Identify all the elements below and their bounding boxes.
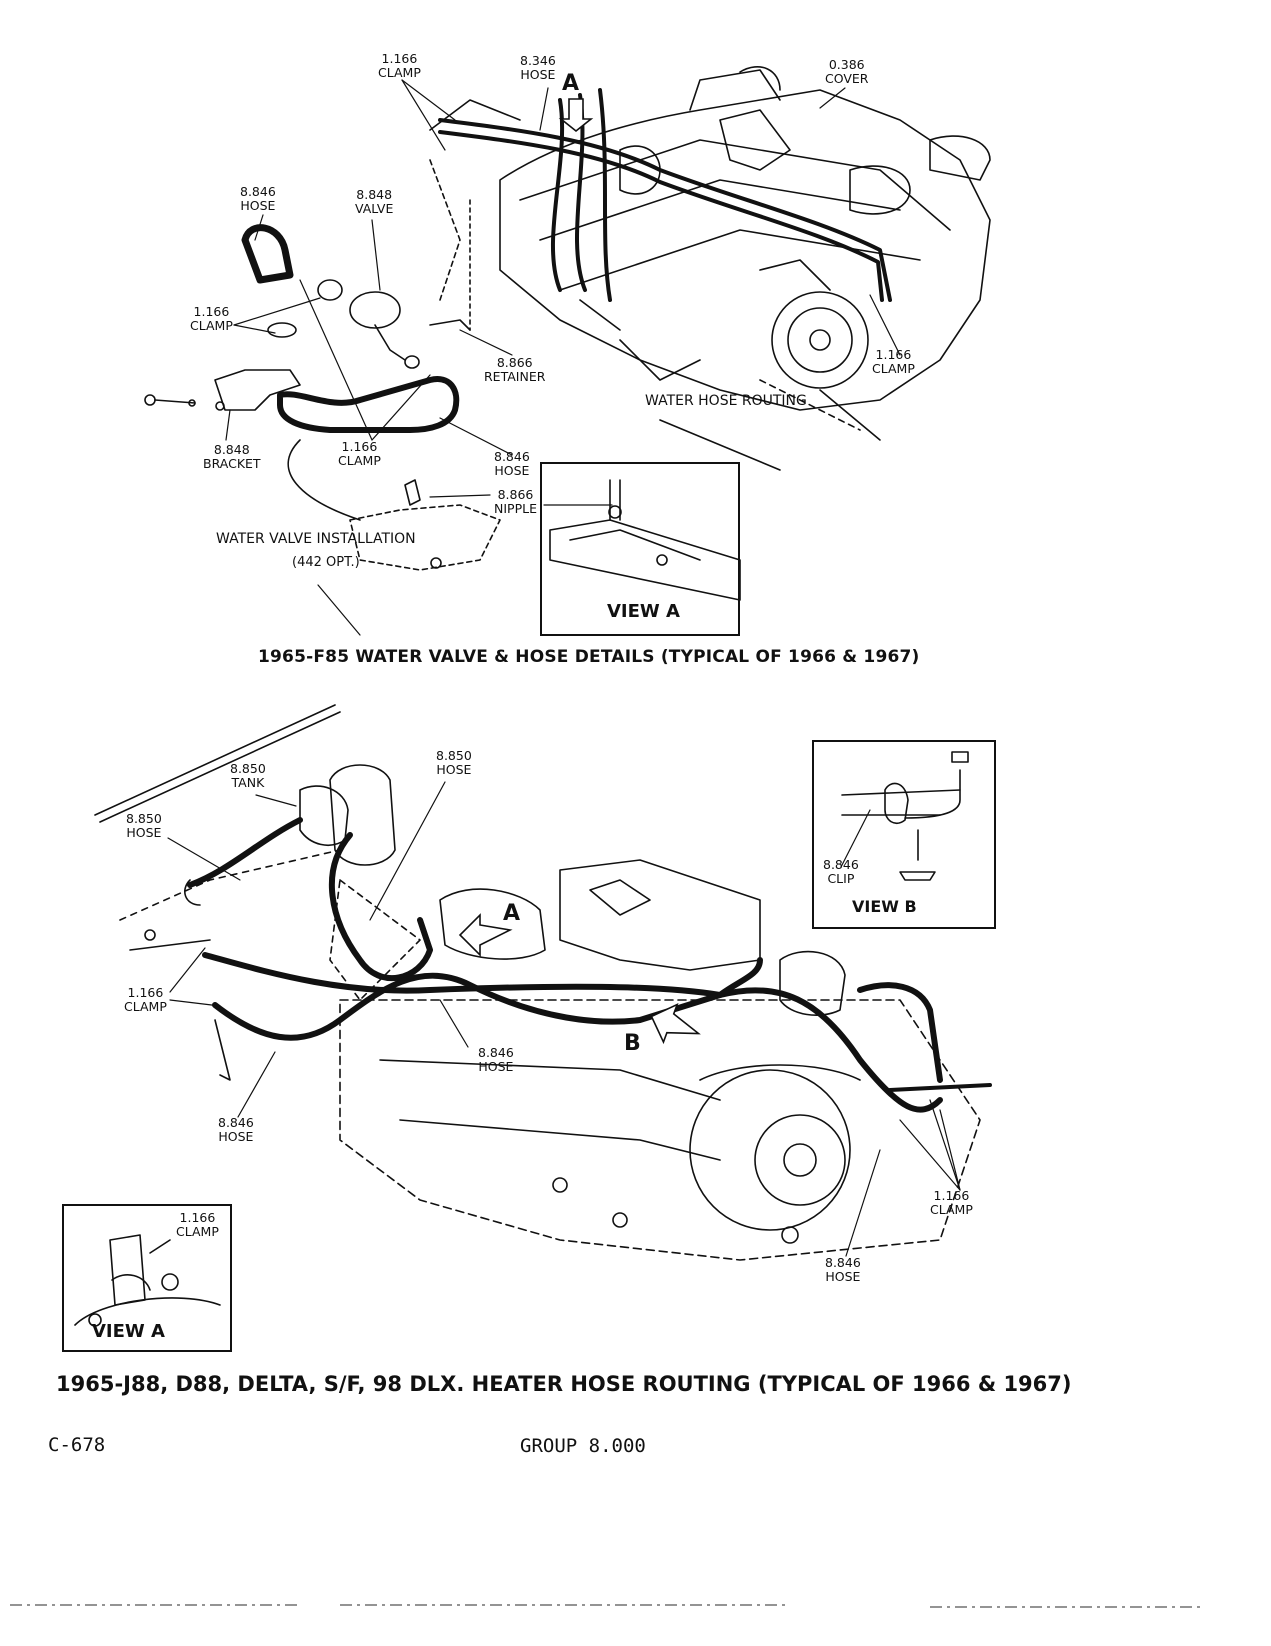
view-a-inset-bottom — [62, 1204, 232, 1352]
top-leader-lines — [225, 79, 901, 636]
marker-b: B — [624, 1031, 641, 1056]
view-b-label: VIEW B — [852, 897, 917, 916]
page-code: C-678 — [48, 1434, 106, 1456]
top-caption: 1965-F85 WATER VALVE & HOSE DETAILS (TYP… — [258, 647, 920, 667]
label-water-hose-routing: WATER HOSE ROUTING — [645, 393, 807, 409]
marker-a-top: A — [562, 71, 580, 96]
view-b-inset — [812, 740, 996, 929]
view-a-label-top: VIEW A — [607, 601, 680, 622]
view-a-inset-top — [540, 462, 740, 636]
view-a-label-bottom: VIEW A — [92, 1321, 165, 1342]
bottom-caption: 1965-J88, D88, DELTA, S/F, 98 DLX. HEATE… — [56, 1372, 1072, 1396]
top-engine-outline — [429, 66, 991, 471]
top-heater-hoses — [438, 88, 892, 302]
bottom-leader-lines — [167, 781, 961, 1257]
view-a-bottom-drawing — [74, 1234, 221, 1327]
view-b-drawing — [841, 751, 969, 881]
label-water-valve-installation: WATER VALVE INSTALLATION — [216, 531, 416, 547]
label-opt-note: (442 OPT.) — [292, 555, 360, 570]
bottom-heater-hoses — [187, 817, 992, 1113]
marker-a-bottom: A — [503, 901, 521, 926]
bottom-engine-outline — [94, 704, 981, 1261]
group-number: GROUP 8.000 — [520, 1435, 646, 1457]
top-view-a-drawing — [549, 479, 741, 601]
